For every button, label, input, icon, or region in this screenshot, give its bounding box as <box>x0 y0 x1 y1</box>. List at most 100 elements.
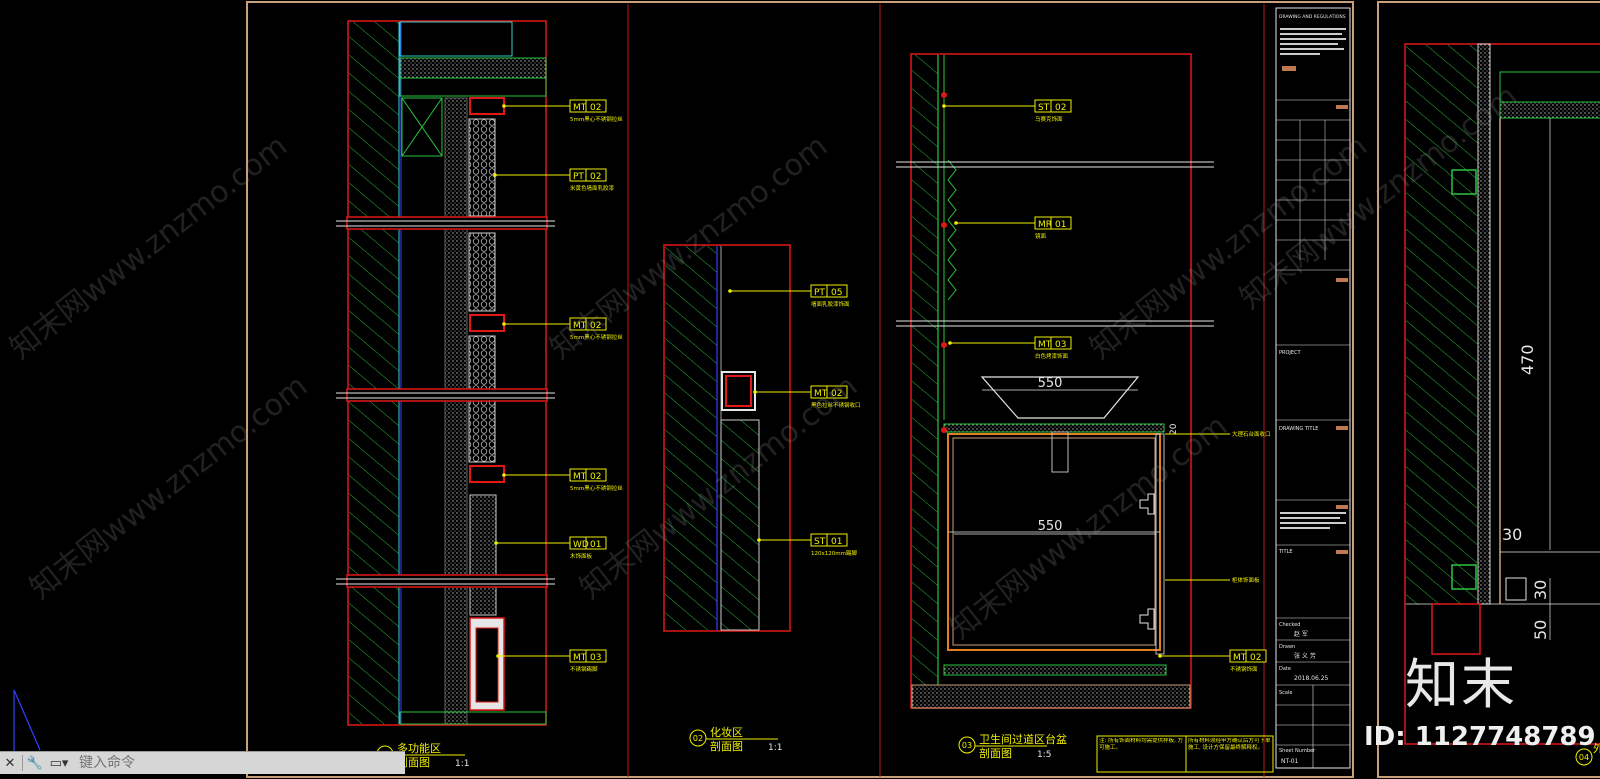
callout-p3-mt02-code: MT <box>1233 653 1247 663</box>
divider <box>22 755 23 771</box>
panel-label-02-scale: 1:1 <box>768 743 782 753</box>
notes-box: 注: 所有饰面材料均需提供样板, 方可施工。所有材料须经甲方确认后方可下单施工,… <box>1096 735 1274 773</box>
dim-side: 20 <box>1169 423 1179 435</box>
callout-p1-mt02-c-num: 02 <box>590 472 601 482</box>
panel-label-04-title: 外 <box>1593 742 1600 755</box>
panel-label-03-number: 03 <box>962 741 972 750</box>
watermark-id: ID: 1127748789 <box>1364 722 1596 752</box>
section-panel-2[interactable] <box>663 244 791 632</box>
callout-p2-st01-note: 120x120mm踢脚 <box>811 549 857 557</box>
watermark-text-0: 知末网www.znzmo.com <box>3 128 294 366</box>
callout-p1-pt02[interactable]: PT 02 米黄色墙面乳胶漆 <box>493 168 615 192</box>
command-input[interactable] <box>73 753 405 773</box>
panel-label-02-title: 化妆区 <box>710 725 743 739</box>
callout-p1-wd01-note: 木饰面板 <box>570 552 593 560</box>
section-panel-4[interactable]: 470 30 30 50 <box>1404 43 1600 745</box>
panel-label-01-subtitle: 剖面图 <box>397 755 430 769</box>
title-block-date-value: 2018.06.25 <box>1294 675 1329 682</box>
callout-p2-st01-num: 01 <box>831 537 842 547</box>
sheet-frame <box>246 1 1600 778</box>
callout-p1-mt02-b-note: 5mm黑心不锈钢拉丝 <box>570 333 623 341</box>
dim-30-v: 30 <box>1531 580 1550 600</box>
callout-p1-mt02-a-code: MT <box>573 103 587 113</box>
panel-label-01-scale: 1:1 <box>455 759 469 769</box>
wrench-icon[interactable]: 🔧 <box>26 755 44 771</box>
title-block-sheet-number: NT-01 <box>1281 758 1299 765</box>
side-note-text-0: 大理石台面收口 <box>1232 430 1271 438</box>
title-block-scale-label: Scale <box>1279 690 1292 696</box>
title-block-checked-label: Checked <box>1279 622 1300 628</box>
callout-p2-mt02-code: MT <box>814 389 828 399</box>
title-block-drawn-label: Drawn <box>1279 644 1295 650</box>
dim-basin-width: 550 <box>1038 376 1063 391</box>
title-block-drawn-value: 张 义 芳 <box>1294 652 1316 660</box>
title-block-title-label: TITLE <box>1278 549 1293 555</box>
callout-p3-mt03-code: MT <box>1038 340 1052 350</box>
callout-p3-st02-code: ST <box>1038 103 1050 113</box>
panel-label-02-number: 02 <box>693 734 703 743</box>
callout-p1-wd01-code: WD <box>573 540 589 550</box>
callout-p1-mt02-b-num: 02 <box>590 321 601 331</box>
callout-p3-mr01-note: 镜面 <box>1035 232 1047 240</box>
notes-right: 所有材料须经甲方确认后方可下单施工, 设计方保留最终解释权。 <box>1188 738 1271 751</box>
panel-label-04-number: 04 <box>1579 753 1589 762</box>
callout-p1-mt03-note: 不锈钢踢脚 <box>570 665 598 673</box>
callout-p2-pt05-note: 墙面乳胶漆饰面 <box>811 300 850 308</box>
callout-p1-pt02-code: PT <box>573 172 584 182</box>
dim-50: 50 <box>1531 620 1550 640</box>
dim-cabinet-width: 550 <box>1038 519 1063 534</box>
callout-p3-mt02-num: 02 <box>1250 653 1261 663</box>
side-note-text-1: 柜体饰面板 <box>1232 576 1260 584</box>
callout-p2-st01[interactable]: ST 01 120x120mm踢脚 <box>757 533 857 557</box>
panel-label-04[interactable]: 04 外 <box>1575 742 1600 766</box>
command-prompt-icon[interactable]: ▭▾ <box>49 755 69 771</box>
callout-p1-mt02-a-num: 02 <box>590 103 601 113</box>
callout-p3-mt03-num: 03 <box>1055 340 1066 350</box>
callout-p1-mt02-c-code: MT <box>573 472 587 482</box>
callout-p3-st02-note: 马赛克饰面 <box>1035 115 1063 123</box>
callout-p1-pt02-note: 米黄色墙面乳胶漆 <box>570 184 615 192</box>
callout-p3-mt02-note: 不锈钢饰面 <box>1230 665 1258 673</box>
callout-p1-mt02-b-code: MT <box>573 321 587 331</box>
title-block-sheet-label: Sheet Number <box>1279 748 1316 754</box>
callout-p1-pt02-num: 02 <box>590 172 601 182</box>
title-block-date-label: Date <box>1279 666 1291 672</box>
panel-label-02-subtitle: 剖面图 <box>710 739 743 753</box>
title-block-checked-value: 赵 军 <box>1294 630 1308 638</box>
callout-p2-pt05-code: PT <box>814 288 825 298</box>
section-panel-3[interactable]: 550 550 20 <box>896 53 1214 709</box>
dim-470: 470 <box>1518 344 1537 375</box>
ucs-icon <box>13 689 58 756</box>
close-icon[interactable]: ✕ <box>4 755 16 771</box>
callout-p3-mr01-code: MR <box>1038 220 1052 230</box>
section-panel-1[interactable] <box>336 20 555 726</box>
callout-p1-mt03-num: 03 <box>590 653 601 663</box>
panel-label-03-scale: 1:5 <box>1037 750 1051 760</box>
title-block-drawing-title-label: DRAWING TITLE <box>1279 426 1318 432</box>
title-block[interactable]: DRAWING AND REGULATIONS PROJECT DRAWING … <box>1275 7 1351 769</box>
callout-p1-mt02-a-note: 5mm黑心不锈钢拉丝 <box>570 115 623 123</box>
callout-p2-mt02-num: 02 <box>831 389 842 399</box>
side-note-1: 柜体饰面板 <box>1165 576 1260 584</box>
callout-p2-st01-code: ST <box>814 537 826 547</box>
command-line-bar[interactable]: ✕ 🔧 ▭▾ <box>0 751 405 774</box>
callout-p1-mt02-c-note: 5mm黑心不锈钢拉丝 <box>570 484 623 492</box>
watermark-logo: 知末 <box>1405 653 1517 716</box>
panel-label-03-subtitle: 剖面图 <box>979 746 1012 760</box>
